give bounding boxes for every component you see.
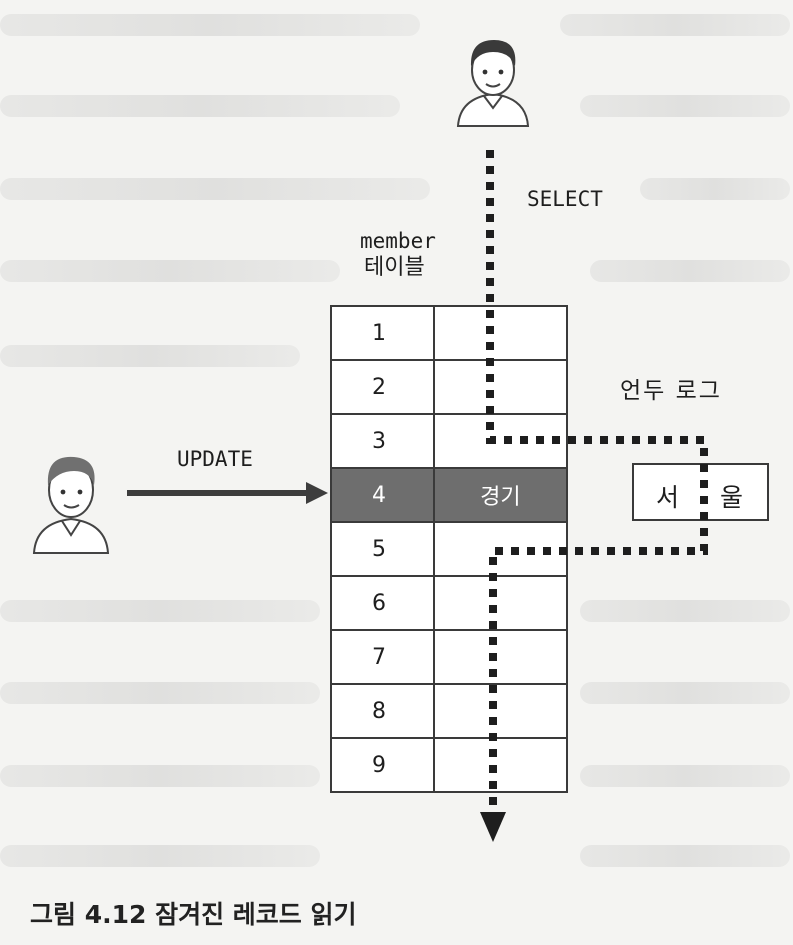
row-id-cell: 9 <box>330 737 435 793</box>
table-row: 2 <box>330 359 569 415</box>
background-text-line <box>0 14 420 36</box>
select-arrow-head <box>480 812 506 842</box>
row-value-cell <box>432 629 569 685</box>
background-text-line <box>580 845 790 867</box>
background-text-line <box>580 600 790 622</box>
table-name-label: member <box>360 229 436 253</box>
select-user-avatar-icon <box>456 40 530 127</box>
row-value-cell <box>432 737 569 793</box>
row-id-cell: 5 <box>330 521 435 577</box>
background-text-line <box>0 178 430 200</box>
undo-log-value-right: 울 <box>720 483 744 512</box>
background-text-line <box>580 682 790 704</box>
undo-log-value-left: 서 <box>656 483 680 512</box>
table-name-label-korean: 테이블 <box>364 255 425 280</box>
row-id-cell: 4 <box>330 467 435 523</box>
row-value-cell: 경기 <box>432 467 569 523</box>
row-value-cell <box>432 683 569 739</box>
background-text-line <box>0 345 300 367</box>
select-label: SELECT <box>527 187 603 211</box>
background-text-line <box>0 765 320 787</box>
background-text-line <box>0 600 320 622</box>
row-id-cell: 7 <box>330 629 435 685</box>
table-row: 3 <box>330 413 569 469</box>
row-value-cell <box>432 413 569 469</box>
undo-log-box: 서 울 <box>632 463 769 521</box>
background-text-line <box>0 95 400 117</box>
background-text-line <box>560 14 790 36</box>
update-user-avatar-icon <box>32 456 110 554</box>
background-text-line <box>580 765 790 787</box>
background-text-line <box>580 95 790 117</box>
undo-log-label: 언두 로그 <box>620 378 722 404</box>
table-row: 7 <box>330 629 569 685</box>
table-row: 9 <box>330 737 569 793</box>
figure-caption: 그림 4.12 잠겨진 레코드 읽기 <box>30 900 357 929</box>
update-label: UPDATE <box>177 447 253 471</box>
row-value-cell <box>432 359 569 415</box>
background-text-line <box>640 178 790 200</box>
background-text-line <box>590 260 790 282</box>
select-read-path <box>486 150 708 815</box>
table-row: 8 <box>330 683 569 739</box>
update-arrow-head <box>306 482 328 504</box>
row-value-cell <box>432 305 569 361</box>
row-id-cell: 6 <box>330 575 435 631</box>
table-row: 6 <box>330 575 569 631</box>
background-text-line <box>0 845 320 867</box>
background-text-line <box>0 260 340 282</box>
row-value-cell <box>432 575 569 631</box>
background-text-line <box>0 682 320 704</box>
row-id-cell: 3 <box>330 413 435 469</box>
row-id-cell: 8 <box>330 683 435 739</box>
row-id-cell: 2 <box>330 359 435 415</box>
table-row: 1 <box>330 305 569 361</box>
row-id-cell: 1 <box>330 305 435 361</box>
